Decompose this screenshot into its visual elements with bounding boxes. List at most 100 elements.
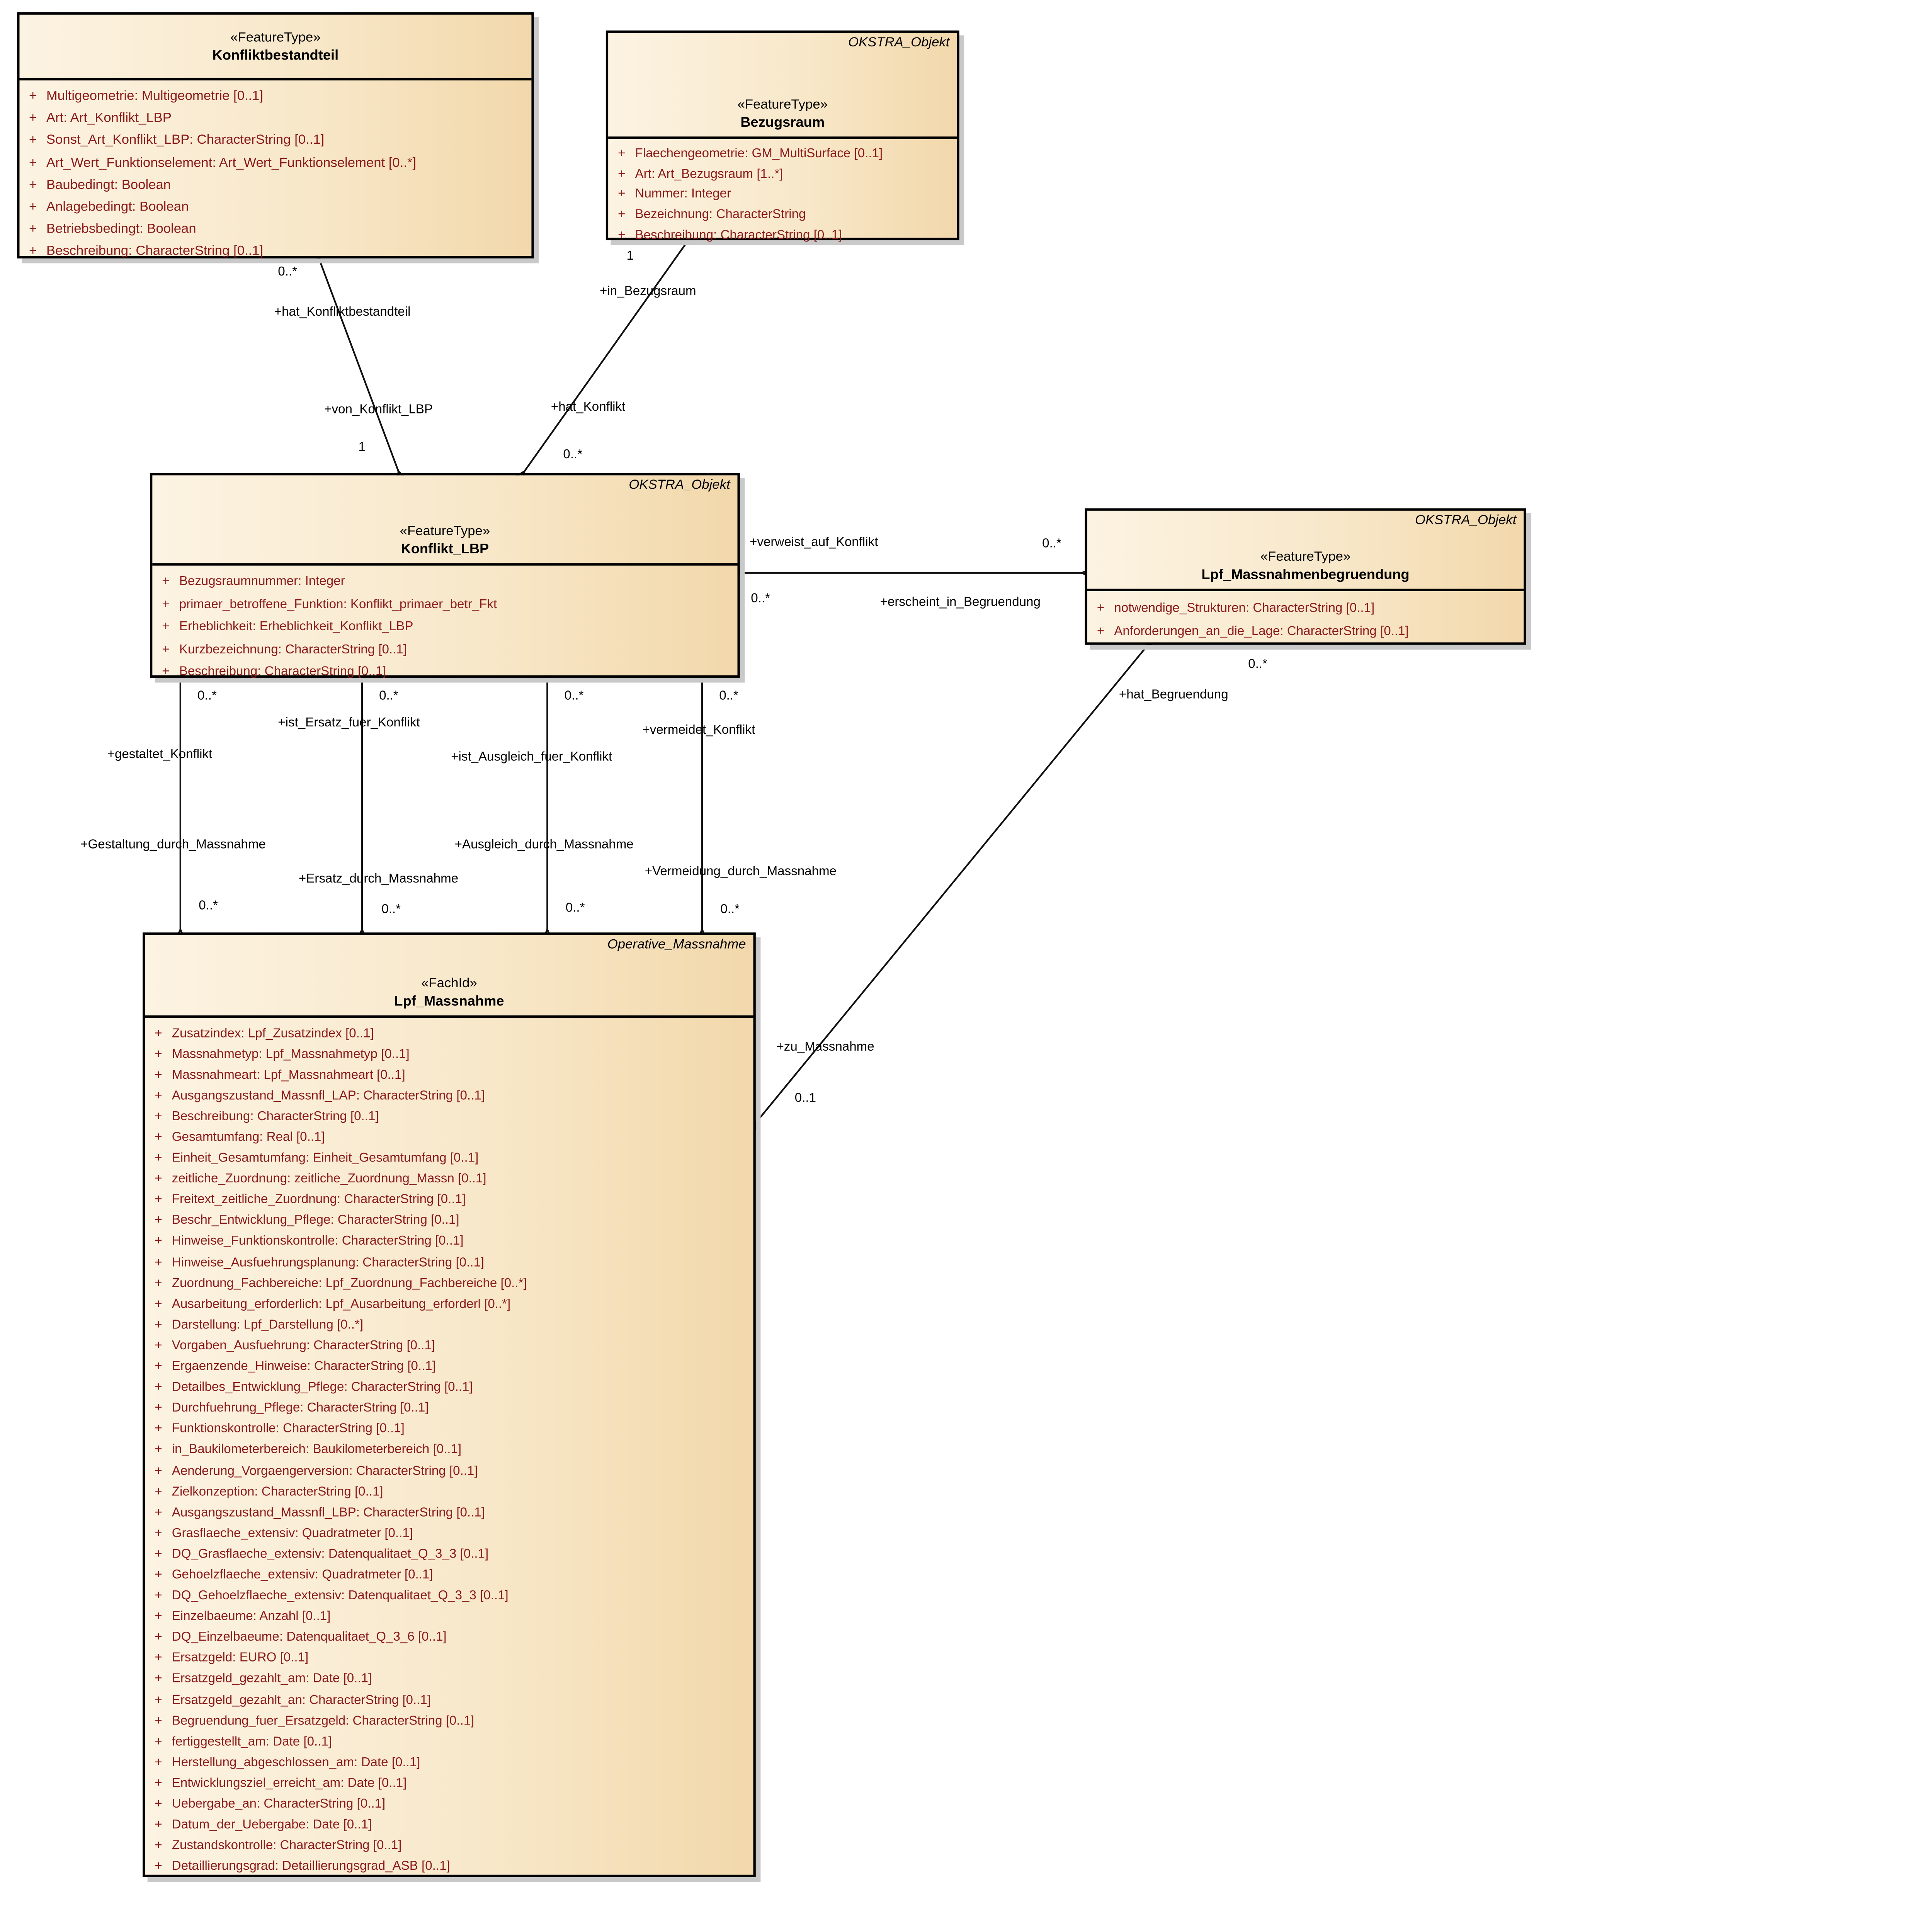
attribute-row: + Anforderungen_an_die_Lage: CharacterSt… [1087, 619, 1524, 643]
attribute-text: Detaillierungsgrad: Detaillierungsgrad_A… [172, 1859, 450, 1874]
visibility-marker: + [29, 178, 37, 192]
attribute-text: Detailbes_Entwicklung_Pflege: CharacterS… [172, 1380, 473, 1395]
attribute-row: + Zuordnung_Fachbereiche: Lpf_Zuordnung_… [145, 1273, 753, 1294]
attribute-text: Kurzbezeichnung: CharacterString [0..1] [179, 642, 407, 657]
visibility-marker: + [155, 1796, 162, 1811]
attribute-text: Herstellung_abgeschlossen_am: Date [0..1… [172, 1755, 420, 1770]
attribute-text: Vorgaben_Ausfuehrung: CharacterString [0… [172, 1338, 435, 1353]
attribute-row: + Freitext_zeitliche_Zuordnung: Characte… [145, 1189, 753, 1210]
uml-diagram-canvas: «FeatureType» Konfliktbestandteil + Mult… [17, 12, 1526, 1878]
attribute-row: + Art_Wert_Funktionselement: Art_Wert_Fu… [19, 152, 531, 174]
attribute-text: Durchfuehrung_Pflege: CharacterString [0… [172, 1401, 429, 1416]
class-name: Bezugsraum [740, 116, 825, 131]
visibility-marker: + [1097, 600, 1105, 615]
attribute-text: Beschreibung: CharacterString [0..1] [179, 665, 386, 679]
visibility-marker: + [155, 1505, 162, 1520]
visibility-marker: + [155, 1484, 162, 1499]
attribute-row: + Hinweise_Ausfuehrungsplanung: Characte… [145, 1252, 753, 1273]
attribute-text: DQ_Grasflaeche_extensiv: Datenqualitaet_… [172, 1546, 489, 1561]
multiplicity-label: 0..* [379, 689, 398, 704]
visibility-marker: + [155, 1380, 162, 1395]
role-label: +zu_Massnahme [776, 1039, 874, 1054]
visibility-marker: + [155, 1567, 162, 1582]
attribute-list: + Bezugsraumnummer: Integer + primaer_be… [152, 563, 738, 683]
attribute-row: + Bezugsraumnummer: Integer [152, 570, 737, 593]
class-box-bezugsraum[interactable]: OKSTRA_Objekt «FeatureType» Bezugsraum +… [605, 30, 959, 242]
multiplicity-label: 0..* [278, 264, 297, 279]
visibility-marker: + [162, 642, 170, 657]
class-box-konflikt-lbp[interactable]: OKSTRA_Objekt «FeatureType» Konflikt_LBP… [150, 473, 740, 679]
attribute-row: + Art: Art_Bezugsraum [1..*] [608, 164, 957, 184]
association-hat-konfliktbestandteil[interactable] [319, 260, 398, 472]
attribute-row: + Beschreibung: CharacterString [0..1] [152, 661, 737, 683]
class-header: OKSTRA_Objekt «FeatureType» Konflikt_LBP [152, 475, 737, 563]
attribute-row: + DQ_Gehoelzflaeche_extensiv: Datenquali… [145, 1585, 753, 1606]
stereotype-label: «FeatureType» [1260, 549, 1351, 565]
role-label: +hat_Konfliktbestandteil [274, 304, 411, 320]
class-name: Konfliktbestandteil [212, 48, 339, 63]
attribute-row: + Hinweise_Funktionskontrolle: Character… [145, 1231, 753, 1252]
visibility-marker: + [155, 1838, 162, 1853]
attribute-row: + notwendige_Strukturen: CharacterString… [1087, 596, 1524, 619]
role-label: +ist_Ersatz_fuer_Konflikt [278, 715, 420, 730]
stereotype-label: «FachId» [421, 976, 477, 991]
attribute-text: Grasflaeche_extensiv: Quadratmeter [0..1… [172, 1526, 413, 1541]
attribute-list: + notwendige_Strukturen: CharacterString… [1087, 588, 1524, 643]
visibility-marker: + [155, 1067, 162, 1082]
attribute-text: DQ_Gehoelzflaeche_extensiv: Datenqualita… [172, 1588, 509, 1603]
multiplicity-label: 0..1 [794, 1091, 816, 1106]
attribute-row: + Massnahmeart: Lpf_Massnahmeart [0..1] [145, 1065, 753, 1085]
multiplicity-label: 0..* [1248, 657, 1268, 672]
attribute-row: + Sonst_Art_Konflikt_LBP: CharacterStrin… [19, 130, 531, 152]
attribute-row: + DQ_Einzelbaeume: Datenqualitaet_Q_3_6 … [145, 1627, 753, 1648]
attribute-text: Ausarbeitung_erforderlich: Lpf_Ausarbeit… [172, 1296, 511, 1311]
attribute-row: + Ausarbeitung_erforderlich: Lpf_Ausarbe… [145, 1294, 753, 1315]
visibility-marker: + [155, 1192, 162, 1207]
visibility-marker: + [155, 1026, 162, 1041]
visibility-marker: + [618, 146, 626, 162]
visibility-marker: + [155, 1859, 162, 1874]
class-box-lpf-massnahme[interactable]: Operative_Massnahme «FachId» Lpf_Massnah… [143, 932, 756, 1878]
visibility-marker: + [155, 1401, 162, 1416]
visibility-marker: + [155, 1422, 162, 1437]
attribute-list: + Flaechengeometrie: GM_MultiSurface [0.… [608, 136, 957, 245]
role-label: +Ausgleich_durch_Massnahme [454, 837, 634, 852]
visibility-marker: + [155, 1817, 162, 1832]
class-box-lpf-massnahmenbegruendung[interactable]: OKSTRA_Objekt «FeatureType» Lpf_Massnahm… [1085, 508, 1526, 645]
attribute-row: + Einzelbaeume: Anzahl [0..1] [145, 1606, 753, 1627]
visibility-marker: + [162, 574, 170, 589]
attribute-text: Funktionskontrolle: CharacterString [0..… [172, 1422, 405, 1437]
attribute-text: Multigeometrie: Multigeometrie [0..1] [46, 89, 264, 104]
attribute-row: + Art: Art_Konflikt_LBP [19, 107, 531, 129]
attribute-row: + fertiggestellt_am: Date [0..1] [145, 1731, 753, 1752]
role-label: +in_Bezugsraum [600, 284, 696, 299]
attribute-row: + Ersatzgeld_gezahlt_an: CharacterString… [145, 1689, 753, 1710]
attribute-row: + Nummer: Integer [608, 184, 957, 204]
multiplicity-label: 0..* [381, 902, 401, 917]
attribute-row: + Zusatzindex: Lpf_Zusatzindex [0..1] [145, 1023, 753, 1044]
class-box-konfliktbestandteil[interactable]: «FeatureType» Konfliktbestandteil + Mult… [17, 12, 534, 259]
visibility-marker: + [155, 1255, 162, 1270]
visibility-marker: + [155, 1213, 162, 1228]
association-in-bezugsraum[interactable] [524, 242, 687, 472]
visibility-marker: + [155, 1130, 162, 1145]
attribute-text: DQ_Einzelbaeume: Datenqualitaet_Q_3_6 [0… [172, 1630, 447, 1645]
attribute-row: + Durchfuehrung_Pflege: CharacterString … [145, 1398, 753, 1418]
attribute-row: + Kurzbezeichnung: CharacterString [0..1… [152, 638, 737, 660]
attribute-text: Ersatzgeld: EURO [0..1] [172, 1651, 309, 1666]
attribute-text: Ersatzgeld_gezahlt_an: CharacterString [… [172, 1692, 431, 1708]
attribute-row: + Zustandskontrolle: CharacterString [0.… [145, 1835, 753, 1856]
attribute-text: Entwicklungsziel_erreicht_am: Date [0..1… [172, 1776, 407, 1791]
attribute-row: + Beschreibung: CharacterString [0..1] [608, 225, 957, 245]
attribute-text: Massnahmetyp: Lpf_Massnahmetyp [0..1] [172, 1046, 410, 1061]
attribute-text: Zusatzindex: Lpf_Zusatzindex [0..1] [172, 1026, 374, 1041]
role-label: +Vermeidung_durch_Massnahme [645, 864, 837, 879]
attribute-text: Flaechengeometrie: GM_MultiSurface [0..1… [635, 146, 883, 162]
visibility-marker: + [618, 227, 626, 242]
association-hat-begruendung[interactable] [757, 646, 1147, 1121]
class-header: OKSTRA_Objekt «FeatureType» Bezugsraum [608, 33, 957, 136]
visibility-marker: + [618, 187, 626, 202]
attribute-text: Ausgangszustand_Massnfl_LAP: CharacterSt… [172, 1088, 485, 1103]
visibility-marker: + [155, 1359, 162, 1374]
multiplicity-label: 0..* [1042, 536, 1061, 551]
